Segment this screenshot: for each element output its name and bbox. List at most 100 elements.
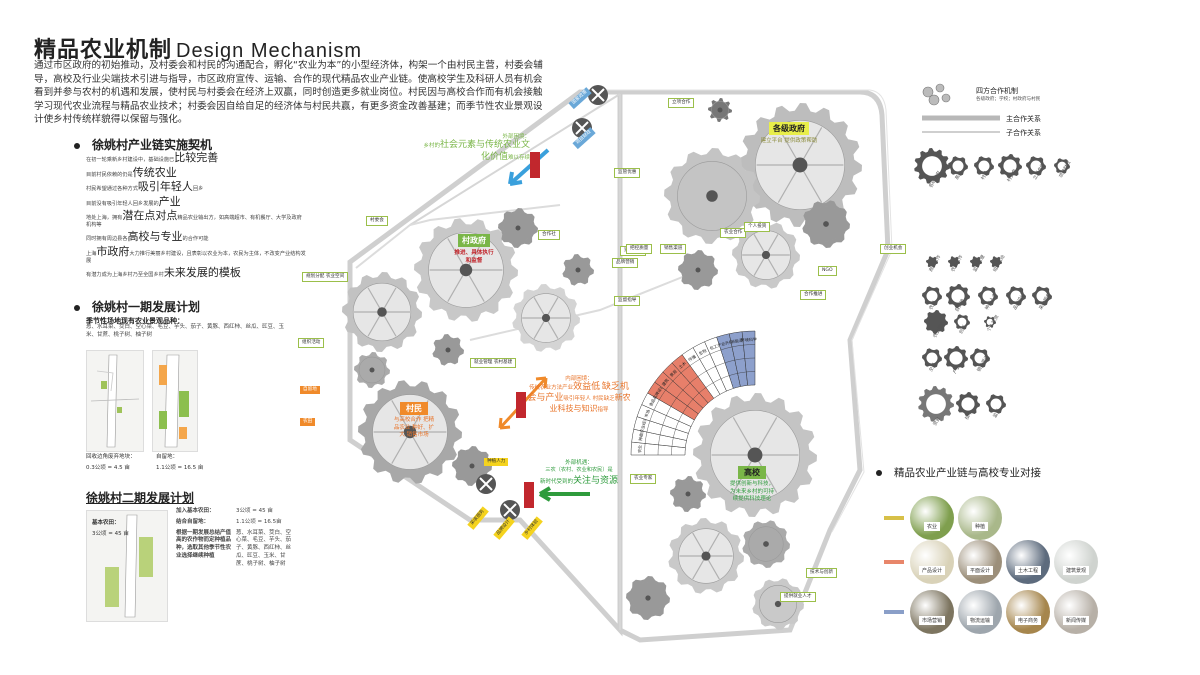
diagram-tag: 品牌营销 [612,258,639,268]
int-text: 内部困境： 传统农业方法产业效益低 缺乏机会与产业吸引年轻人 村民缺乏新农业科技… [527,376,631,413]
legend-gear-icon [970,256,982,268]
diagram-tag: 提供就业人才 [780,592,816,602]
legend-gear-icon [922,286,942,306]
barrier-bottom [524,482,534,508]
gear-village-2 [342,272,422,352]
pairing-photo: 电子商务 [1006,590,1050,634]
legend-sub: 子合作关系 [1006,129,1041,137]
fan-label: 市场 [642,409,650,419]
fan-label: 农业 [636,445,642,453]
plan2-col1-item: 根据一期发展总结产值高的农作物而定种植品种，选取其他季节性农业选择继续种植 [176,529,232,559]
gear-gov-5 [678,250,718,290]
fan-label: 建筑 [660,377,670,387]
legend-gear-icon [1026,156,1046,176]
plan2-col2-item: 1.1公顷 = 16.5亩 [236,518,282,525]
pairing-photo: 新闻传媒 [1054,590,1098,634]
gear-village-4 [498,208,538,248]
intro-text: 通过市区政府的初始推动，及村委会和村民的沟通配合，孵化“农业为本”的小型经济体，… [34,60,543,126]
chain-item: 上海市政府大力推行美丽乡村建设，且表彰以农业为本，农民为主体，不改变产业结构发展 [86,244,306,264]
diagram-tag: 技术与创新 [806,568,837,578]
pairing-photo-label: 新闻传媒 [1062,616,1090,625]
chain-item: 地处上海，拥有潜在点对点精品农业输出方，如高端超市、有机餐厅、大学及政府机构等 [86,209,302,229]
pairing-photo-label: 物流运输 [966,616,994,625]
four-way-icon [941,93,951,103]
gear-gov-3 [802,200,850,248]
plan2-heading: 徐姚村二期发展计划 [86,491,195,505]
title-en: Design Mechanism [176,40,363,62]
legend-gear-icon [984,316,996,328]
pairing-photo: 种植 [958,496,1002,540]
gear-village-gov [414,218,518,322]
plan2-col1-item: 结合自留地： [176,518,210,525]
gear-bottom-2 [626,576,670,620]
pairing-photo: 平面设计 [958,540,1002,584]
chain-heading: 徐姚村产业链实施契机 [74,136,212,153]
valve-icon-mark [591,88,605,102]
diagram-tag: 立项合作 [668,98,695,108]
fan-label: 农业经济 [638,416,648,433]
diagram-tag: 合作社 [538,230,560,240]
diagram-tag: 创业机会 [880,244,907,254]
diagram-tag: 种植人力 [484,458,509,466]
pairing-photo: 土木工程 [1006,540,1050,584]
legend-gear-icon [948,256,960,268]
arrow-ext-top [508,148,550,186]
arrow-ext-top-head [508,171,523,186]
chain-item: 目前村民依赖的仍是传统农业 [86,165,177,179]
chain-item: 村民希望通过各种方式吸引年轻人回乡 [86,180,204,194]
track-outer-right [618,89,891,643]
diagram-tag: 村委会 [366,216,388,226]
fan-label: 景观 [668,368,678,378]
pairing-photo: 物流运输 [958,590,1002,634]
legend-gear-icon [974,156,994,176]
plan2-base-label: 基本农田： [92,520,120,526]
legend-gear-icon [946,284,970,308]
pairing-photo-label: 平面设计 [966,566,994,575]
legend-gear-icon [918,386,954,422]
diagram-tag: 就业管理 农村基建 [470,358,517,368]
gov-label: 各级政府 建立平台 提供政策帮助 [760,122,818,144]
site-map-2 [152,350,198,452]
fan-label: 环境科学 [741,336,757,343]
pairing-photo-label: 市场营销 [918,616,946,625]
track-inner-sub [355,204,701,341]
plan1-subheading: 季节性场地现有农业景观品种： [86,317,184,325]
gear-gov-4 [732,221,800,289]
chain-item: 有潜力成为上海乡村乃至全国乡村未来发展的模板 [86,265,241,279]
chain-list: 在初一轮乘新乡村建设中，基础设施已比较完善目前村民依赖的仍是传统农业村民希望通过… [86,151,306,282]
plan2-col1-item: 加入基本农田： [176,508,215,514]
gear-village-3 [512,284,580,352]
fan-label: 产业升级 [716,338,733,348]
site-map-3 [86,510,168,622]
plan2-col1: 加入基本农田： 结合自留地： 根据一期发展总结产值高的农作物而定种植品种，选取其他季… [176,508,234,564]
barrier-top [530,152,540,178]
legend-gear-icon [978,286,998,306]
plan1-crop-list: 葱、水耳菜、茭白、空心菜、毛豆、芋头、茄子、黄豚、西红柿、丝瓜、豇豆、玉米、甘蔗… [86,324,285,338]
legend-gear-icon [956,392,980,416]
diagram-tag: 农业合作 [720,228,747,238]
ext-bottom-text: 外部机遇： 三农（农村、农业和农民）是 新时代受到的关注与资源 [539,460,619,486]
track-inner-main [409,93,621,630]
gear-village-6 [432,334,464,366]
legend-gear-icon [998,154,1022,178]
diagram-tag: 自留地 [300,386,320,394]
plan1-val1: 0.3公顷 = 4.5 亩 [86,465,130,471]
track-edge-right [600,89,893,533]
gear-villager [358,380,462,484]
pairing-photo-label: 产品设计 [918,566,946,575]
legend-gear-icon [990,256,1002,268]
legend-gear-icon [986,394,1006,414]
gear-college-2 [670,476,706,512]
pairing-photo: 市场营销 [910,590,954,634]
gear-bottom-4 [752,578,804,630]
legend-gear-icon [922,348,942,368]
pairing-photo: 产品设计 [910,540,954,584]
diagram-tag: 个人投资 [744,222,771,232]
chain-item: 在初一轮乘新乡村建设中，基础设施已比较完善 [86,151,219,164]
site-map-2-drawing [159,354,189,448]
legend-gear-icon [924,310,948,334]
site-map-1 [86,350,144,452]
fan-label: 生物 [697,347,707,356]
legend-four-way-sub: 各级政府；学校；村政府与村民 [976,97,1041,102]
